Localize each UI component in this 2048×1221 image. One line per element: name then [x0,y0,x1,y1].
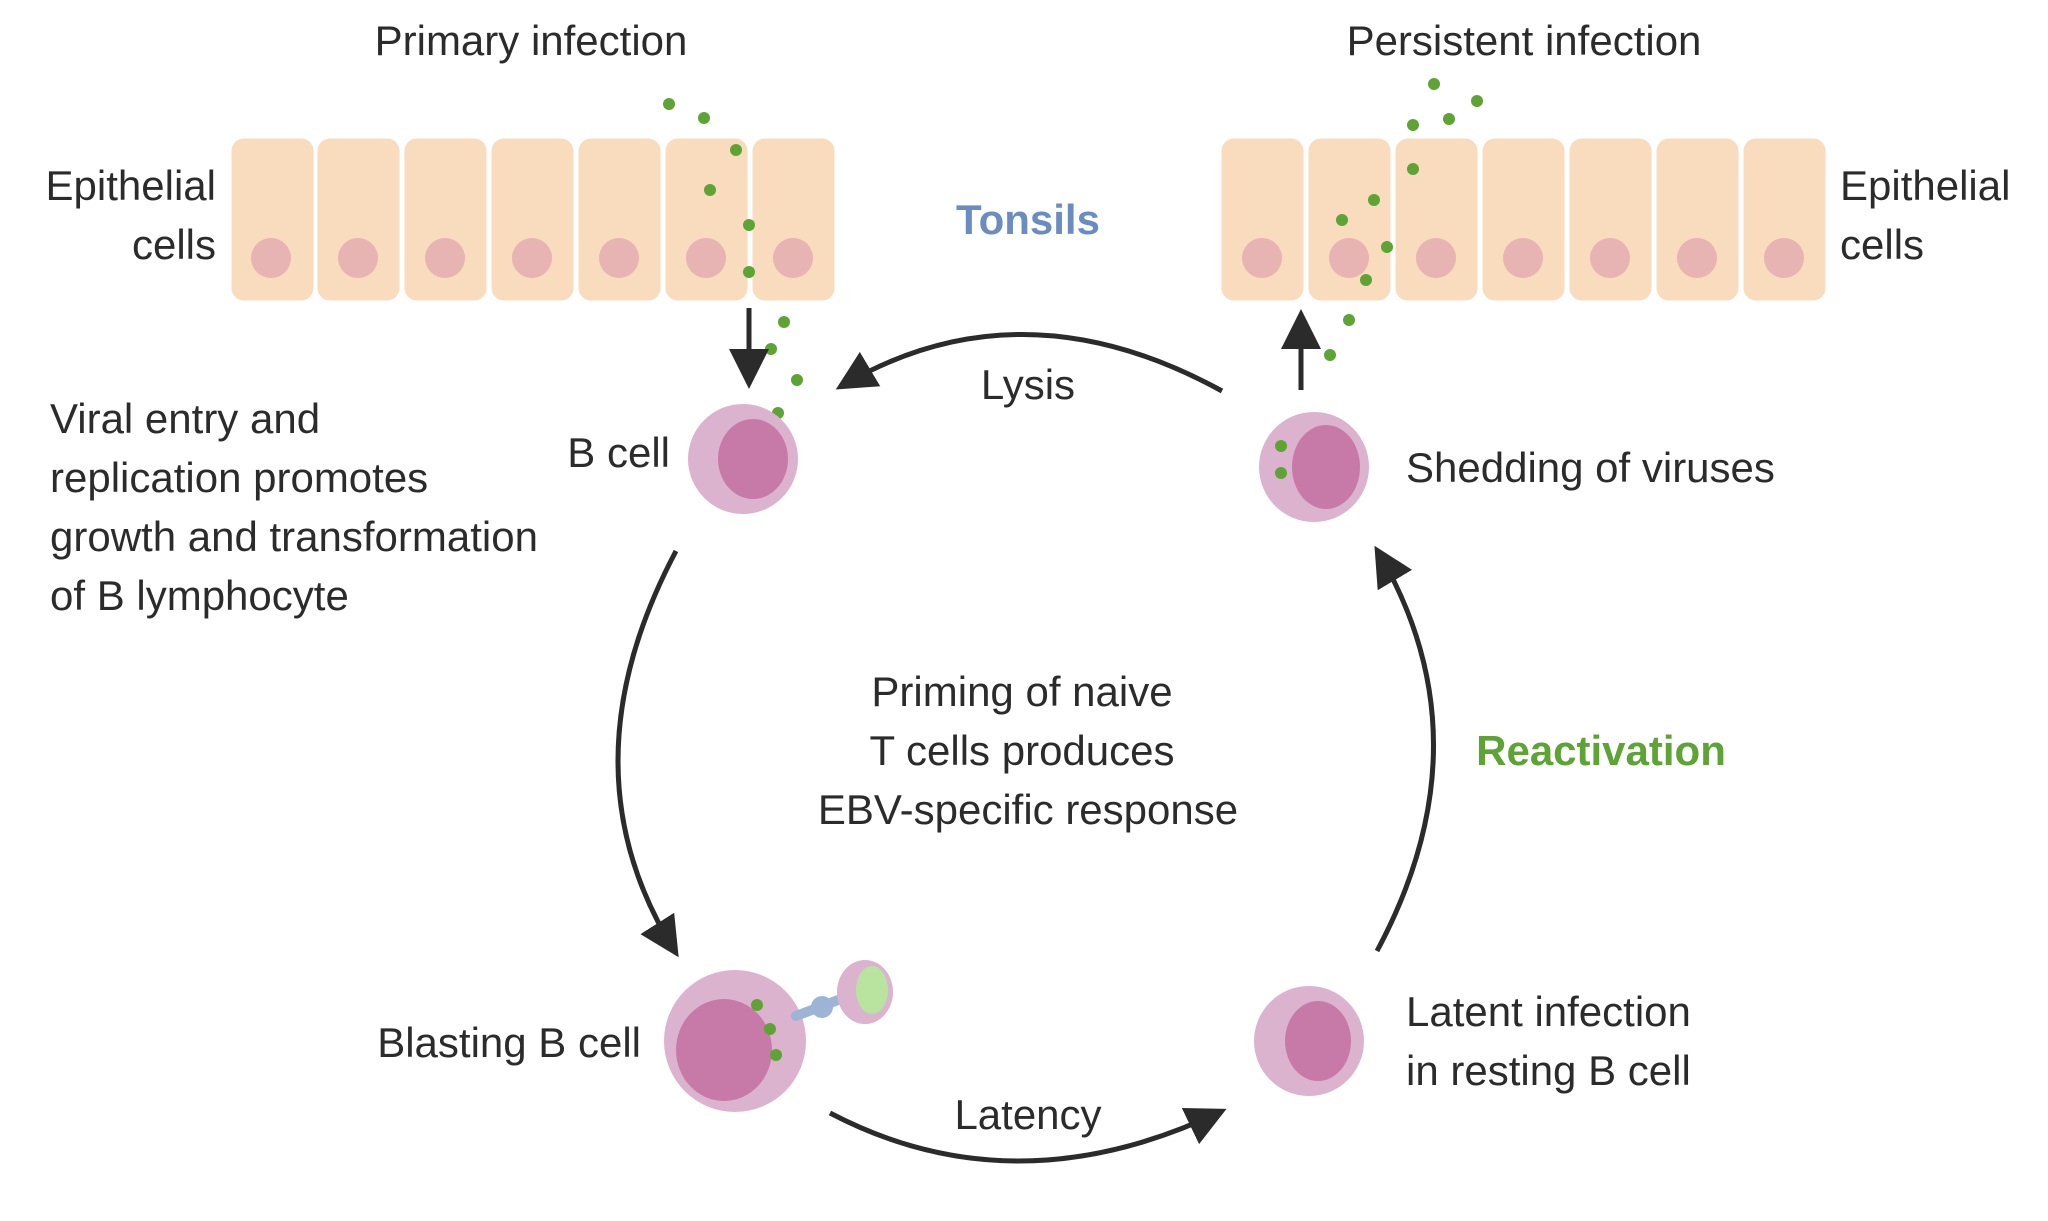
persistent-infection-label: Persistent infection [1347,17,1702,64]
epithelial-cell [488,135,577,304]
virus-particle [1275,440,1287,452]
epithelial-cell [1740,135,1829,304]
virus-particle [704,184,716,196]
tonsils-label: Tonsils [956,196,1100,243]
virus-particle [751,999,763,1011]
shedding-label: Shedding of viruses [1406,444,1775,491]
epithelial-cell [1305,135,1394,304]
epithelial-cells-right-line2: cells [1840,221,1924,268]
virus-particle [1381,241,1393,253]
virus-particle [778,316,790,328]
virus-particle [764,1023,776,1035]
epithelial-cells-left-line1: Epithelial [46,162,216,209]
virus-particle [730,144,742,156]
epithelial-cell [575,135,664,304]
priming-line2: T cells produces [869,727,1174,774]
viral-entry-line3: growth and transformation [50,513,538,560]
epithelial-cells-right-line1: Epithelial [1840,162,2010,209]
t-cell-receptor [791,995,843,1021]
blasting-b-cell [664,970,806,1112]
epithelial-cell [1479,135,1568,304]
virus-particle [1343,314,1355,326]
epithelial-cell [1653,135,1742,304]
virus-particle [663,98,675,110]
blasting-b-cell-label: Blasting B cell [377,1019,641,1066]
priming-line3: EBV-specific response [818,786,1238,833]
arrow-reactivation [1374,545,1436,953]
shedding-b-cell [1259,412,1369,522]
epithelium-right [1218,135,1829,304]
virus-particle [1360,274,1372,286]
virus-particle [1428,78,1440,90]
virus-particle [698,112,710,124]
epithelial-cell [1392,135,1481,304]
virus-particle [1443,113,1455,125]
epithelial-cell [1218,135,1307,304]
virus-particle [770,1049,782,1061]
epithelial-cell [1566,135,1655,304]
priming-line1: Priming of naive [871,668,1172,715]
latency-label: Latency [954,1091,1101,1138]
latent-infection-line2: in resting B cell [1406,1047,1691,1094]
virus-particle [1471,95,1483,107]
virus-particles-right [1324,78,1483,361]
resting-b-cell [1254,986,1364,1096]
viral-entry-line2: replication promotes [50,454,428,501]
virus-particle [765,343,777,355]
virus-particle [1407,119,1419,131]
viral-entry-line1: Viral entry and [50,395,320,442]
epithelium-left [228,135,838,304]
t-cell [837,960,893,1024]
epithelial-cell [749,135,838,304]
epithelial-cell [228,135,317,304]
epithelial-cells-left-line2: cells [132,221,216,268]
reactivation-label: Reactivation [1476,727,1726,774]
virus-particle [1336,214,1348,226]
virus-particle [1407,163,1419,175]
virus-particle [791,374,803,386]
virus-particle [1324,349,1336,361]
epithelial-cell [314,135,403,304]
arrow-to-blasting [615,549,679,958]
latent-infection-line1: Latent infection [1406,988,1691,1035]
arrow-lysis [835,332,1224,394]
lysis-label: Lysis [981,361,1075,408]
b-cell [688,404,798,514]
viral-entry-line4: of B lymphocyte [50,572,349,619]
b-cell-label: B cell [567,429,670,476]
epithelial-cell [662,135,751,304]
virus-particles-left [663,98,803,419]
virus-particle [1368,194,1380,206]
epithelial-cell [401,135,490,304]
virus-particle [1275,467,1287,479]
arrow-latency [828,1108,1227,1164]
primary-infection-label: Primary infection [375,17,688,64]
virus-particle [743,219,755,231]
virus-particle [743,266,755,278]
